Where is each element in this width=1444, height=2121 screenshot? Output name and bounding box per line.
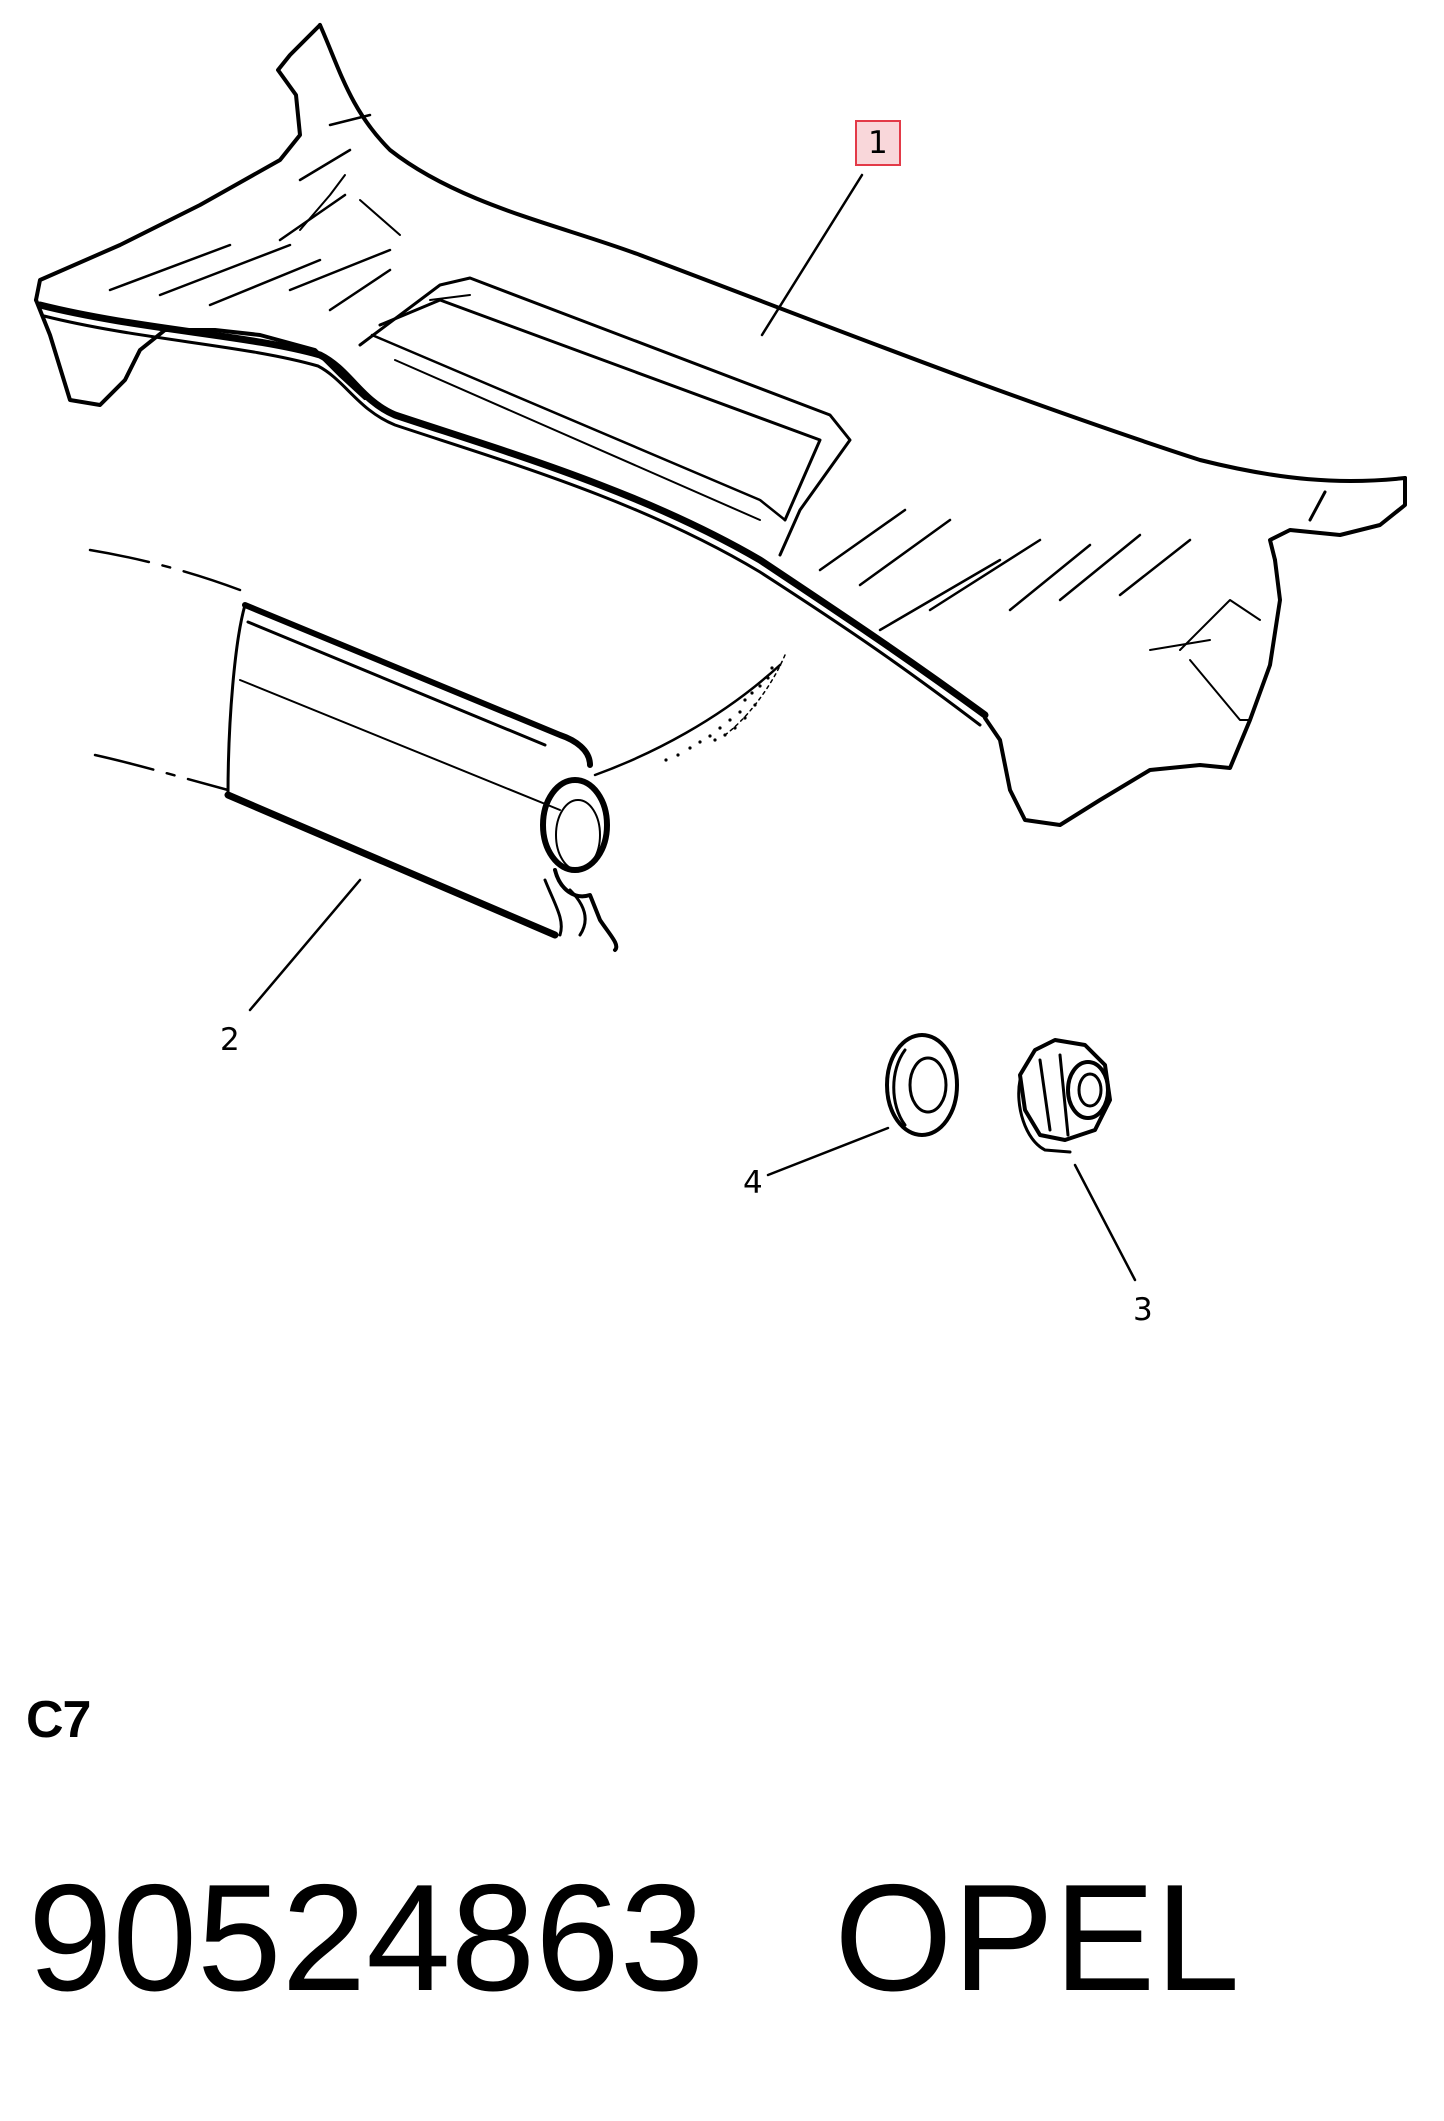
section-code: C7: [26, 1691, 91, 1749]
flange-nut: [1017, 1038, 1112, 1154]
callout-1[interactable]: 1: [855, 120, 901, 166]
leader-line-2: [248, 878, 362, 1012]
leader-lines: [248, 173, 1137, 1282]
leader-line-4: [766, 1126, 890, 1177]
part-number: 90524863: [28, 1853, 705, 2023]
foam-texture: [664, 666, 774, 762]
callout-4[interactable]: 4: [743, 1165, 763, 1201]
parts-diagram: [34, 23, 1407, 1282]
part-brand: OPEL: [834, 1853, 1240, 2023]
callout-3[interactable]: 3: [1133, 1292, 1153, 1328]
body-outline: [88, 548, 786, 792]
rear-panel-trim: [34, 23, 1407, 827]
washer: [885, 1033, 959, 1137]
callout-2[interactable]: 2: [220, 1022, 240, 1058]
leader-line-3: [1073, 1163, 1137, 1282]
leader-line-1: [760, 173, 864, 337]
weatherstrip-seal: [224, 602, 619, 952]
